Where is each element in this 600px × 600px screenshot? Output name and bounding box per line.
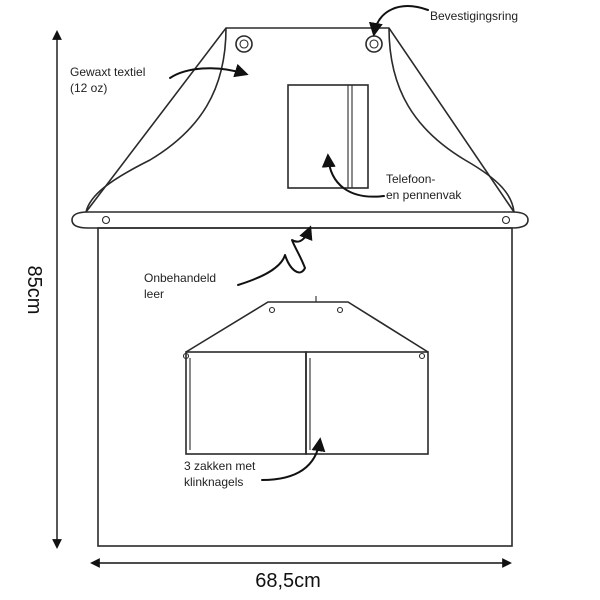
panel-rivet-icon [418,352,426,360]
ring-callout-arrow [368,5,429,37]
phone-label-1: Telefoon- [386,172,435,186]
waist-band [71,211,529,229]
textile-label-2: (12 oz) [70,81,107,95]
grommet-right-icon [365,35,383,53]
panel-rivet-icon [268,306,276,314]
leather-panel-top [185,301,429,353]
pockets-label-2: klinknagels [184,475,243,489]
ring-label: Bevestigingsring [430,9,518,23]
phone-pen-pocket [287,84,369,189]
grommet-left-icon [235,35,253,53]
pocket-right [305,351,429,455]
leather-callout-arrow [237,225,313,286]
textile-label-1: Gewaxt textiel [70,65,145,79]
textile-callout-arrow [169,63,249,79]
leather-label-2: leer [144,287,164,301]
phone-callout-arrow [321,153,385,198]
pockets-callout-arrow [261,437,326,481]
phone-label-2: en pennenvak [386,188,462,202]
apron-bib-outline [85,27,515,213]
apron-bib-curves [85,27,515,213]
panel-rivet-icon [336,306,344,314]
waist-rivet-right-icon [501,215,511,225]
leather-label-1: Onbehandeld [144,271,216,285]
pocket-left [185,351,307,455]
height-dimension-label: 85cm [23,266,45,315]
waist-rivet-left-icon [101,215,111,225]
pockets-label-1: 3 zakken met [184,459,256,473]
width-dimension-label: 68,5cm [255,570,321,592]
